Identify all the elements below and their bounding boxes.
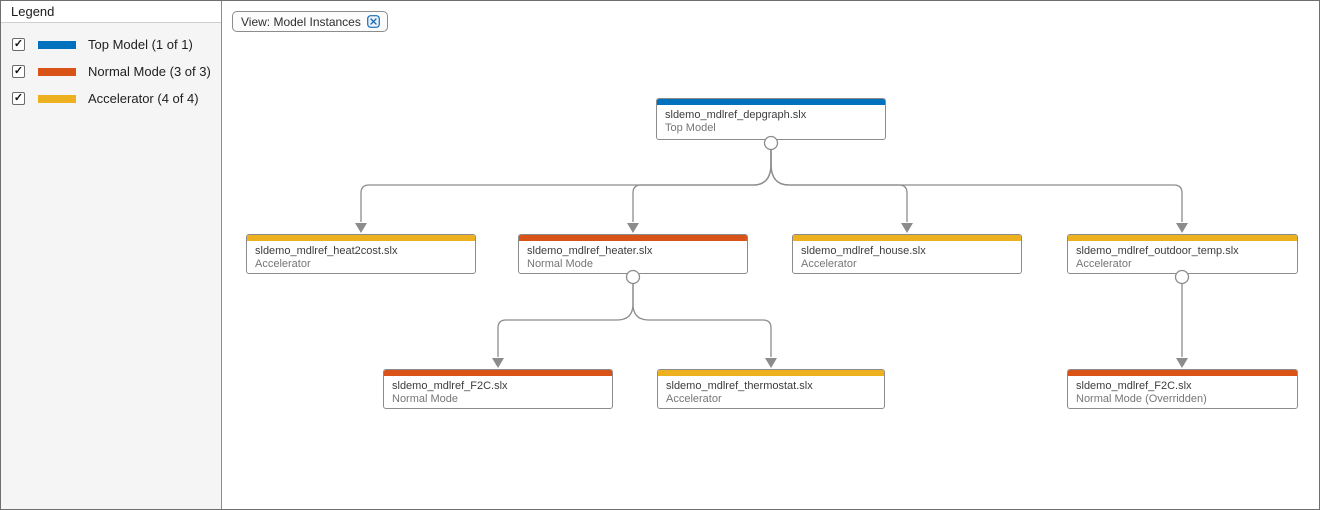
node-file-name: sldemo_mdlref_depgraph.slx	[665, 109, 807, 121]
node-mode-color-bar	[657, 99, 885, 105]
node-file-name: sldemo_mdlref_thermostat.slx	[666, 380, 813, 392]
node-mode-label: Accelerator	[255, 258, 311, 270]
legend-item-accelerator[interactable]: ✓ Accelerator (4 of 4)	[1, 85, 221, 112]
graph-node-f2c[interactable]: sldemo_mdlref_F2C.slx Normal Mode	[383, 369, 613, 409]
checkbox-normal-mode[interactable]: ✓	[12, 65, 25, 78]
legend-item-normal-mode[interactable]: ✓ Normal Mode (3 of 3)	[1, 58, 221, 85]
node-mode-label: Normal Mode (Overridden)	[1076, 393, 1207, 405]
graph-node-depgraph[interactable]: sldemo_mdlref_depgraph.slx Top Model	[656, 98, 886, 140]
node-mode-color-bar	[247, 235, 475, 241]
node-mode-color-bar	[519, 235, 747, 241]
graph-node-f2c-overridden[interactable]: sldemo_mdlref_F2C.slx Normal Mode (Overr…	[1067, 369, 1298, 409]
view-filter-chip[interactable]: View: Model Instances	[232, 11, 388, 32]
view-filter-label: View: Model Instances	[241, 14, 361, 29]
node-mode-label: Accelerator	[666, 393, 722, 405]
node-file-name: sldemo_mdlref_F2C.slx	[1076, 380, 1192, 392]
graph-node-heat2cost[interactable]: sldemo_mdlref_heat2cost.slx Accelerator	[246, 234, 476, 274]
node-mode-color-bar	[658, 370, 884, 376]
checkmark-icon: ✓	[13, 65, 24, 77]
node-file-name: sldemo_mdlref_heat2cost.slx	[255, 245, 398, 257]
legend-list: ✓ Top Model (1 of 1) ✓ Normal Mode (3 of…	[1, 23, 221, 112]
node-mode-label: Normal Mode	[527, 258, 594, 270]
node-file-name: sldemo_mdlref_outdoor_temp.slx	[1076, 245, 1239, 257]
node-file-name: sldemo_mdlref_heater.slx	[527, 245, 653, 257]
node-mode-label: Normal Mode	[392, 393, 459, 405]
clear-view-filter-icon[interactable]	[366, 15, 380, 28]
node-file-name: sldemo_mdlref_house.slx	[801, 245, 926, 257]
node-mode-label: Accelerator	[1076, 258, 1132, 270]
node-mode-color-bar	[384, 370, 612, 376]
node-mode-color-bar	[793, 235, 1021, 241]
legend-color-swatch	[38, 67, 76, 76]
legend-item-label: Accelerator (4 of 4)	[88, 91, 199, 106]
legend-item-label: Top Model (1 of 1)	[88, 37, 193, 52]
node-mode-label: Top Model	[665, 122, 716, 134]
legend-item-label: Normal Mode (3 of 3)	[88, 64, 211, 79]
legend-panel-title: Legend	[1, 1, 221, 23]
checkmark-icon: ✓	[13, 38, 24, 50]
node-mode-color-bar	[1068, 370, 1297, 376]
graph-node-thermostat[interactable]: sldemo_mdlref_thermostat.slx Accelerator	[657, 369, 885, 409]
node-mode-label: Accelerator	[801, 258, 857, 270]
graph-node-heater[interactable]: sldemo_mdlref_heater.slx Normal Mode	[518, 234, 748, 274]
legend-item-top-model[interactable]: ✓ Top Model (1 of 1)	[1, 31, 221, 58]
graph-node-outdoor-temp[interactable]: sldemo_mdlref_outdoor_temp.slx Accelerat…	[1067, 234, 1298, 274]
checkbox-accelerator[interactable]: ✓	[12, 92, 25, 105]
node-file-name: sldemo_mdlref_F2C.slx	[392, 380, 508, 392]
node-mode-color-bar	[1068, 235, 1297, 241]
checkbox-top-model[interactable]: ✓	[12, 38, 25, 51]
legend-panel: Legend ✓ Top Model (1 of 1) ✓ Normal Mod…	[1, 1, 222, 509]
legend-color-swatch	[38, 94, 76, 103]
graph-node-house[interactable]: sldemo_mdlref_house.slx Accelerator	[792, 234, 1022, 274]
legend-color-swatch	[38, 40, 76, 49]
checkmark-icon: ✓	[13, 92, 24, 104]
